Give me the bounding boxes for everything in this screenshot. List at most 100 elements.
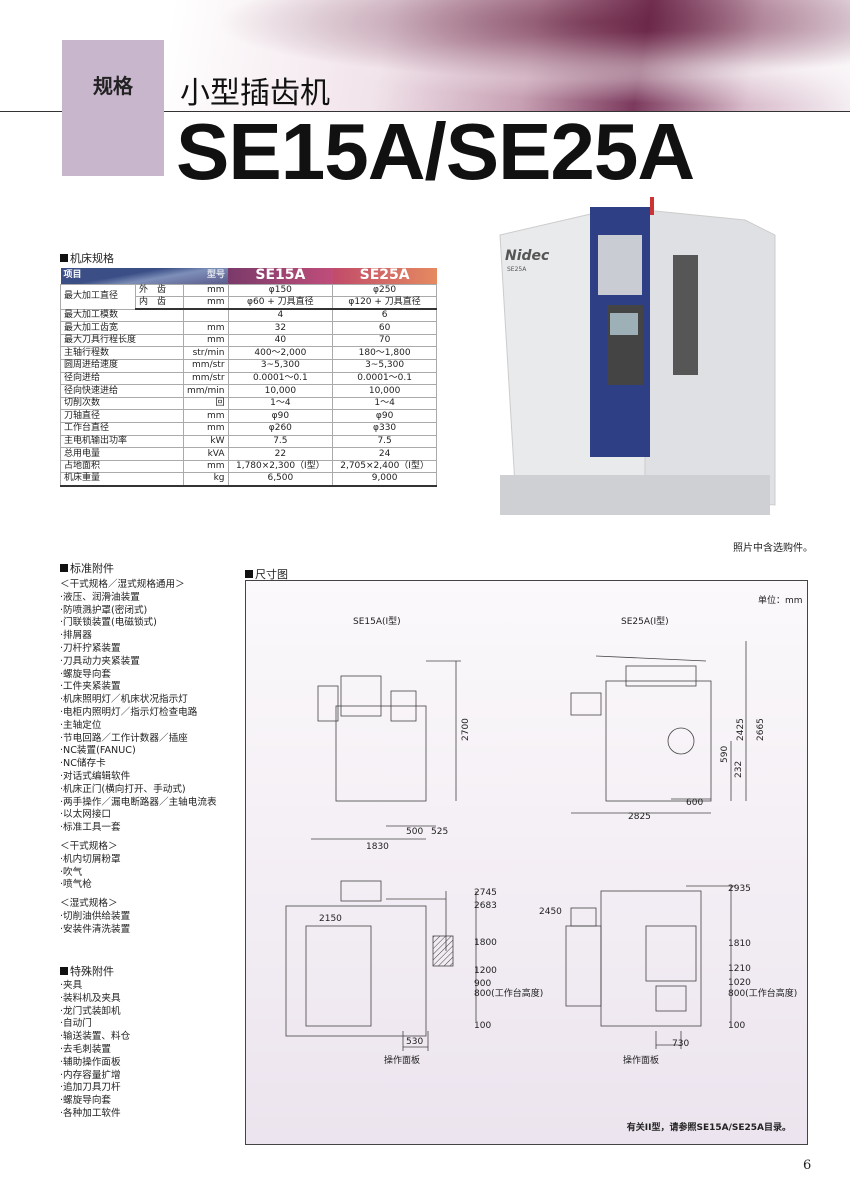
svg-text:1830: 1830 bbox=[366, 842, 389, 852]
list-item: ·龙门式装卸机 bbox=[60, 1005, 121, 1017]
svg-text:530: 530 bbox=[406, 1037, 423, 1047]
svg-text:525: 525 bbox=[431, 827, 448, 837]
list-item: ·机床正门(横向打开、手动式) bbox=[60, 783, 186, 795]
list-item: ·标准工具一套 bbox=[60, 822, 121, 834]
special-accessory-list: ·夹具·装料机及夹具·龙门式装卸机·自动门·输送装置、料仓·去毛刺装置·辅助操作… bbox=[60, 980, 130, 1121]
list-item: ·螺旋导向套 bbox=[60, 1095, 112, 1107]
list-item: ·对话式编辑软件 bbox=[60, 770, 131, 782]
standard-accessory-list: ＜干式规格／湿式规格通用＞·液压、润滑油装置·防喷溅护罩(密闭式)·门联锁装置(… bbox=[60, 579, 217, 937]
header-divider bbox=[0, 111, 850, 112]
svg-text:800(工作台高度): 800(工作台高度) bbox=[728, 987, 797, 999]
list-item: ·节电回路／工作计数器／插座 bbox=[60, 732, 188, 744]
svg-text:1020: 1020 bbox=[728, 978, 751, 988]
svg-text:500: 500 bbox=[406, 827, 423, 837]
svg-text:2935: 2935 bbox=[728, 884, 751, 894]
photo-caption: 照片中含选购件。 bbox=[733, 543, 813, 554]
svg-text:2745: 2745 bbox=[474, 888, 497, 898]
list-item: ·两手操作／漏电断路器／主轴电流表 bbox=[60, 796, 217, 808]
svg-text:2825: 2825 bbox=[628, 812, 651, 822]
list-item: ·输送装置、料仓 bbox=[60, 1031, 131, 1043]
list-item: ·电柜内照明灯／指示灯检查电路 bbox=[60, 706, 198, 718]
page-title: SE15A/SE25A bbox=[176, 107, 695, 196]
svg-text:730: 730 bbox=[672, 1039, 689, 1049]
list-item: ·以太网接口 bbox=[60, 809, 112, 821]
dimensions-heading: 尺寸图 bbox=[245, 566, 288, 582]
svg-text:2450: 2450 bbox=[539, 907, 562, 917]
list-item: ·主轴定位 bbox=[60, 719, 102, 731]
panel-label: 操作面板 bbox=[623, 1054, 659, 1066]
svg-text:1800: 1800 bbox=[474, 938, 497, 948]
se25a-title: SE25A(Ⅰ型) bbox=[621, 616, 669, 627]
svg-text:600: 600 bbox=[686, 798, 703, 808]
list-item: ·门联锁装置(电磁锁式) bbox=[60, 617, 157, 629]
list-item: ·各种加工软件 bbox=[60, 1107, 121, 1119]
list-item: ·工件夹紧装置 bbox=[60, 681, 121, 693]
list-item: ·喷气枪 bbox=[60, 879, 92, 891]
list-item: ·液压、润滑油装置 bbox=[60, 591, 140, 603]
list-item: ·夹具 bbox=[60, 980, 83, 991]
standard-heading: 标准附件 bbox=[60, 560, 114, 576]
svg-text:1210: 1210 bbox=[728, 964, 751, 974]
svg-text:SE25A: SE25A bbox=[507, 266, 527, 273]
page-subtitle: 小型插齿机 bbox=[180, 76, 330, 111]
dimension-note: 有关II型，请参照SE15A/SE25A目录。 bbox=[627, 1121, 791, 1133]
svg-text:590: 590 bbox=[720, 746, 730, 763]
dimension-drawings: 单位：mm SE15A(Ⅰ型) SE25A(Ⅰ型) 2700 500 525 1… bbox=[285, 594, 803, 1133]
svg-text:1810: 1810 bbox=[728, 939, 751, 949]
list-item: ·螺旋导向套 bbox=[60, 668, 112, 680]
unit-label: 单位：mm bbox=[758, 594, 803, 606]
list-item: ·机内切屑粉罩 bbox=[60, 853, 121, 865]
svg-text:232: 232 bbox=[734, 761, 744, 778]
list-item: ·机床照明灯／机床状况指示灯 bbox=[60, 694, 188, 706]
svg-text:900: 900 bbox=[474, 979, 491, 989]
se15a-title: SE15A(Ⅰ型) bbox=[353, 616, 401, 627]
special-heading: 特殊附件 bbox=[60, 963, 114, 979]
panel-label: 操作面板 bbox=[384, 1054, 420, 1066]
spec-heading: 机床规格 bbox=[60, 250, 114, 266]
list-item: ·去毛刺装置 bbox=[60, 1043, 112, 1055]
svg-text:2665: 2665 bbox=[756, 718, 766, 741]
list-item: ＜干式规格／湿式规格通用＞ bbox=[60, 579, 185, 590]
list-item: ·刀杆拧紧装置 bbox=[60, 642, 121, 654]
list-item: ·自动门 bbox=[60, 1018, 92, 1030]
list-item: ·装料机及夹具 bbox=[60, 992, 121, 1004]
svg-text:2150: 2150 bbox=[319, 914, 342, 924]
list-item: ·安装件清洗装置 bbox=[60, 923, 131, 935]
list-item: ·防喷溅护罩(密闭式) bbox=[60, 604, 148, 616]
list-item: ·排屑器 bbox=[60, 630, 92, 642]
list-item: ＜干式规格＞ bbox=[60, 840, 118, 852]
list-item: ·吹气 bbox=[60, 866, 83, 878]
svg-text:100: 100 bbox=[474, 1021, 491, 1031]
list-item: ＜湿式规格＞ bbox=[60, 898, 118, 910]
svg-text:2425: 2425 bbox=[736, 718, 746, 741]
machine-photo: Nidec SE25A bbox=[499, 197, 776, 515]
svg-text:1200: 1200 bbox=[474, 966, 497, 976]
svg-text:100: 100 bbox=[728, 1021, 745, 1031]
dimension-drawing-panel: 单位：mm SE15A(Ⅰ型) SE25A(Ⅰ型) 2700 500 525 1… bbox=[245, 580, 808, 1145]
page-number: 6 bbox=[803, 1158, 812, 1173]
list-item: ·切削油供给装置 bbox=[60, 910, 131, 922]
brand-logo: Nidec bbox=[505, 248, 550, 264]
section-tab-label: 规格 bbox=[93, 74, 133, 98]
list-item: ·刀具动力夹紧装置 bbox=[60, 655, 140, 667]
svg-text:800(工作台高度): 800(工作台高度) bbox=[474, 987, 543, 999]
section-tab: 规格 bbox=[62, 40, 164, 176]
